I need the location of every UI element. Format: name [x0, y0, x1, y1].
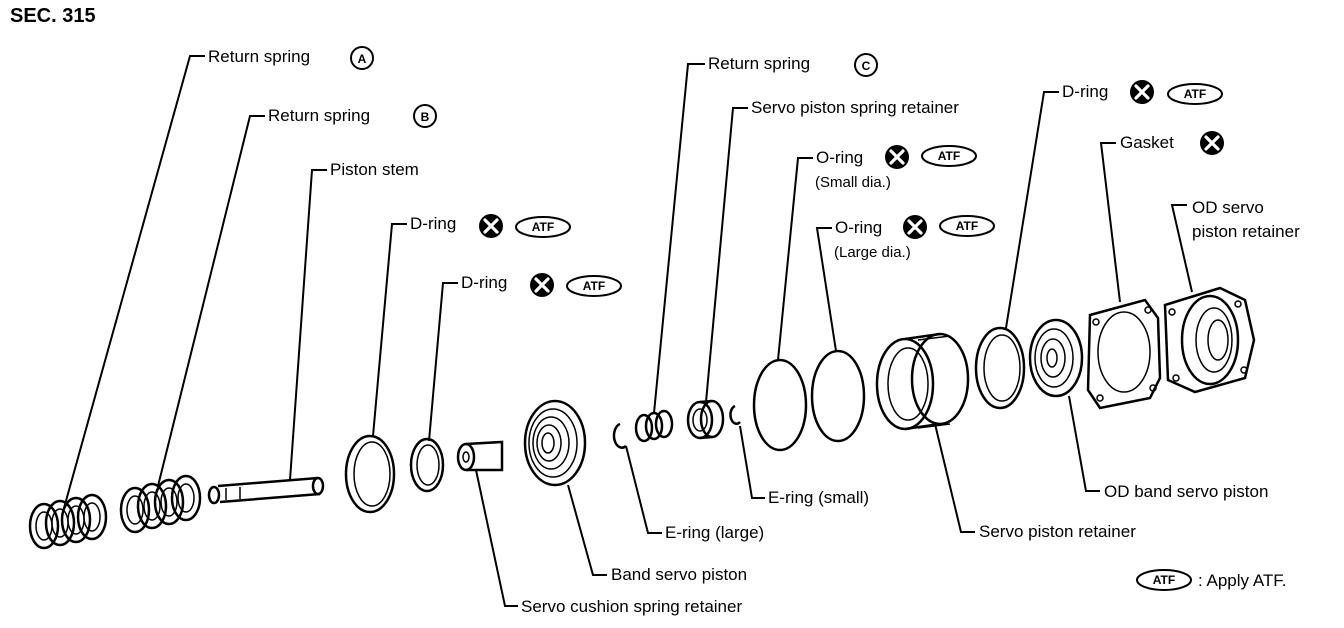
label-piston-stem: Piston stem	[330, 160, 419, 179]
band-servo-piston-part	[523, 399, 587, 487]
svg-text:ATF: ATF	[583, 279, 605, 293]
label-servo-piston-retainer: Servo piston retainer	[979, 522, 1136, 541]
gasket-part	[1086, 298, 1162, 410]
atf-oval-icon: ATF	[1167, 83, 1223, 105]
label-d-ring-3: D-ring	[1062, 82, 1108, 101]
label-o-ring-large-note: (Large dia.)	[834, 244, 911, 261]
label-o-ring-small: O-ring	[816, 148, 863, 167]
label-od-servo-line1: OD servo	[1192, 198, 1264, 217]
label-od-band-servo-piston: OD band servo piston	[1104, 482, 1268, 501]
piston-stem-part	[207, 476, 325, 505]
svg-text:ATF: ATF	[532, 220, 554, 234]
label-e-ring-large: E-ring (large)	[665, 523, 764, 542]
badge-a: A	[350, 46, 374, 70]
leader-lines	[63, 55, 1193, 607]
d-ring-3-part	[974, 326, 1026, 410]
atf-oval-icon: ATF	[566, 275, 622, 297]
label-return-spring-b: Return spring	[268, 106, 370, 125]
svg-text:ATF: ATF	[1153, 573, 1175, 587]
d-ring-2-part	[409, 437, 445, 493]
e-ring-small-part	[729, 404, 741, 425]
od-band-servo-piston-part	[1028, 318, 1084, 398]
return-spring-a-part	[28, 493, 108, 550]
o-ring-large-part	[810, 349, 866, 443]
label-od-servo-line2: piston retainer	[1192, 222, 1300, 241]
label-servo-piston-spring-retainer: Servo piston spring retainer	[751, 98, 959, 117]
replace-x-circle-icon	[901, 213, 929, 241]
replace-x-circle-icon	[528, 271, 556, 299]
svg-text:A: A	[358, 52, 367, 66]
replace-x-circle-icon	[883, 143, 911, 171]
atf-oval-icon: ATF	[939, 215, 995, 237]
od-servo-piston-retainer-part	[1163, 286, 1256, 394]
svg-text:ATF: ATF	[1184, 87, 1206, 101]
label-o-ring-small-note: (Small dia.)	[815, 174, 891, 191]
label-gasket: Gasket	[1120, 133, 1174, 152]
atf-oval-icon: ATF	[515, 216, 571, 238]
badge-b: B	[413, 104, 437, 128]
servo-piston-spring-retainer-part	[686, 399, 725, 440]
servo-piston-retainer-part	[875, 332, 970, 431]
svg-text:B: B	[421, 110, 430, 124]
return-spring-b-part	[119, 474, 202, 534]
label-return-spring-a: Return spring	[208, 47, 310, 66]
label-return-spring-c: Return spring	[708, 54, 810, 73]
legend-text: : Apply ATF.	[1198, 571, 1287, 590]
label-d-ring-1: D-ring	[410, 214, 456, 233]
d-ring-1-part	[344, 434, 396, 514]
e-ring-large-part	[612, 422, 627, 449]
badge-c: C	[854, 53, 878, 77]
label-o-ring-large: O-ring	[835, 218, 882, 237]
section-title: SEC. 315	[10, 5, 96, 27]
atf-oval-icon: ATF	[921, 145, 977, 167]
return-spring-c-part	[634, 409, 674, 443]
legend-atf-symbol: ATF	[1136, 569, 1192, 591]
replace-x-circle-icon	[1198, 129, 1226, 157]
label-d-ring-2: D-ring	[461, 273, 507, 292]
label-band-servo-piston: Band servo piston	[611, 565, 747, 584]
svg-text:ATF: ATF	[938, 149, 960, 163]
svg-text:C: C	[862, 59, 871, 73]
svg-text:ATF: ATF	[956, 219, 978, 233]
o-ring-small-part	[752, 358, 808, 452]
label-e-ring-small: E-ring (small)	[768, 488, 869, 507]
replace-x-circle-icon	[1128, 78, 1156, 106]
replace-x-circle-icon	[477, 212, 505, 240]
servo-cushion-spring-retainer-part	[456, 440, 504, 472]
label-servo-cushion-spring-retainer: Servo cushion spring retainer	[521, 597, 742, 616]
